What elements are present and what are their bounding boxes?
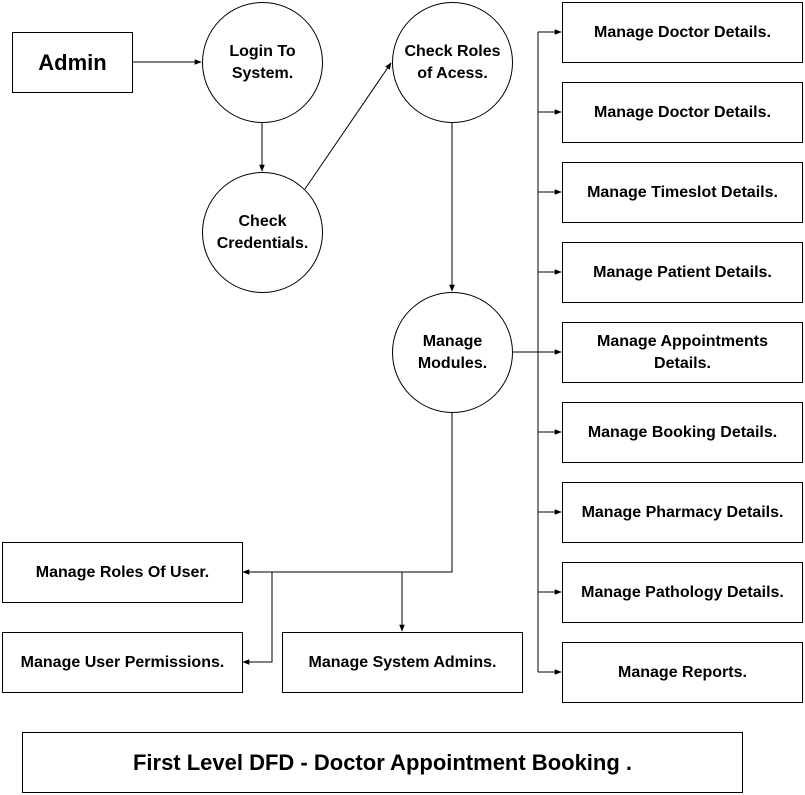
process-login: Login To System.: [202, 2, 323, 123]
process-manage-modules-label: Manage Modules.: [417, 332, 488, 372]
line-modules-down: [272, 412, 453, 573]
manage-system-admins-box: Manage System Admins.: [282, 632, 523, 693]
process-check-roles-label: Check Roles of Acess.: [404, 42, 501, 82]
admin-label: Admin: [38, 49, 107, 75]
module-label: Manage Pharmacy Details.: [581, 503, 784, 521]
module-label: Manage Appointments Details.: [597, 332, 768, 372]
process-check-roles: Check Roles of Acess.: [392, 2, 513, 123]
module-box: Manage Pharmacy Details.: [562, 482, 803, 543]
module-box: Manage Doctor Details.: [562, 82, 803, 143]
manage-roles-of-user-box: Manage Roles Of User.: [2, 542, 243, 603]
module-box: Manage Pathology Details.: [562, 562, 803, 623]
manage-roles-of-user-label: Manage Roles Of User.: [35, 563, 210, 581]
manage-system-admins-label: Manage System Admins.: [308, 653, 497, 671]
process-check-credentials: Check Credentials.: [202, 172, 323, 293]
module-label: Manage Doctor Details.: [594, 23, 771, 41]
manage-user-permissions-label: Manage User Permissions.: [20, 653, 225, 671]
module-label: Manage Patient Details.: [593, 263, 772, 281]
module-box: Manage Timeslot Details.: [562, 162, 803, 223]
arrow-to-user-permissions: [242, 572, 273, 665]
arrow-credentials-to-roles: [304, 62, 392, 190]
module-label: Manage Booking Details.: [587, 423, 778, 441]
module-box: Manage Booking Details.: [562, 402, 803, 463]
diagram-title: First Level DFD - Doctor Appointment Boo…: [132, 749, 633, 775]
module-label: Manage Timeslot Details.: [587, 183, 778, 201]
module-box: Manage Doctor Details.: [562, 2, 803, 63]
module-label: Manage Pathology Details.: [581, 583, 784, 601]
module-label: Manage Doctor Details.: [594, 103, 771, 121]
module-box: Manage Patient Details.: [562, 242, 803, 303]
process-check-credentials-label: Check Credentials.: [216, 212, 309, 252]
manage-user-permissions-box: Manage User Permissions.: [2, 632, 243, 693]
diagram-title-box: First Level DFD - Doctor Appointment Boo…: [22, 732, 743, 793]
admin-entity: Admin: [12, 32, 133, 93]
process-manage-modules: Manage Modules.: [392, 292, 513, 413]
module-label: Manage Reports.: [618, 663, 747, 681]
process-login-label: Login To System.: [229, 42, 296, 82]
module-box: Manage Reports.: [562, 642, 803, 703]
module-box: Manage Appointments Details.: [562, 322, 803, 383]
